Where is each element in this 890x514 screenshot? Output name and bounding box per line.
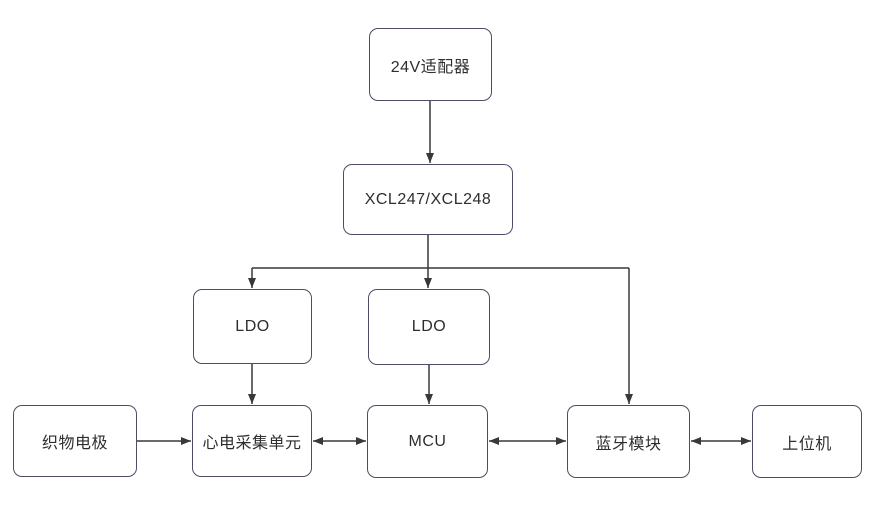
node-mcu: MCU (367, 405, 488, 478)
node-xcl247-xcl248-label: XCL247/XCL248 (364, 190, 492, 208)
node-ecg-acquisition-unit: 心电采集单元 (192, 405, 312, 477)
node-ldo-left-label: LDO (235, 317, 270, 335)
node-bluetooth-module-label: 蓝牙模块 (595, 435, 662, 453)
node-24v-adapter-label: 24V适配器 (390, 58, 471, 76)
node-fabric-electrode-label: 织物电极 (41, 435, 108, 452)
node-xcl247-xcl248: XCL247/XCL248 (343, 164, 513, 235)
node-ldo-right: LDO (368, 289, 490, 365)
node-host-computer: 上位机 (752, 405, 862, 478)
node-24v-adapter: 24V适配器 (369, 28, 492, 101)
node-host-computer-label: 上位机 (782, 435, 832, 453)
node-fabric-electrode: 织物电极 (13, 405, 137, 477)
node-ecg-acquisition-unit-label: 心电采集单元 (202, 435, 302, 452)
node-mcu-label: MCU (408, 432, 447, 450)
node-ldo-right-label: LDO (411, 318, 447, 335)
node-ldo-left: LDO (193, 289, 312, 364)
node-bluetooth-module: 蓝牙模块 (567, 405, 690, 478)
